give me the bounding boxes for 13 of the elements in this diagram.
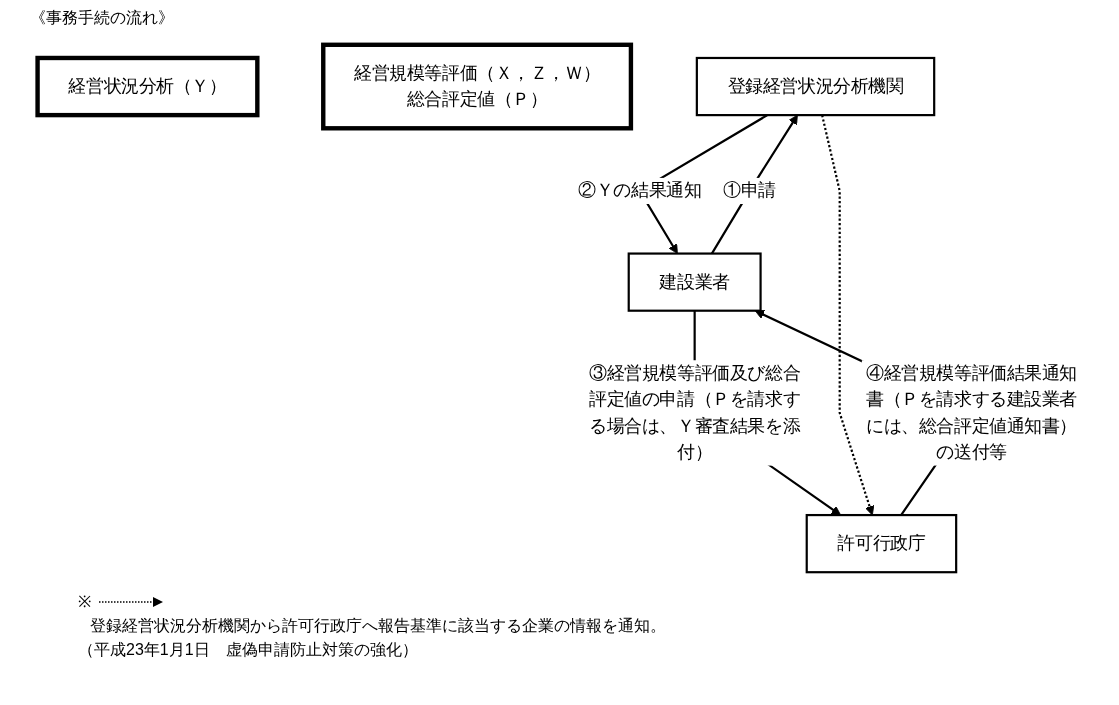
node-box: 許可行政庁 <box>805 513 958 574</box>
edge-label: ②Ｙの結果通知 <box>578 181 702 200</box>
legend-text: 登録経営状況分析機関から許可行政庁へ報告基準に該当する企業の情報を通知。 <box>90 616 666 636</box>
node-box: 経営規模等評価（Ｘ，Ｚ，Ｗ） 総合評定値（Ｐ） <box>321 42 634 131</box>
edge-label: ③経営規模等評価及び総合評定値の申請（Ｐを請求する場合は、Ｙ審査結果を添付） <box>589 363 801 462</box>
node-box: 登録経営状況分析機関 <box>695 56 936 117</box>
edge-label: ④経営規模等評価結果通知書（Ｐを請求する建設業者には、総合評定値通知書）の送付等 <box>866 363 1078 462</box>
edge-label: ①申請 <box>723 181 776 200</box>
node-box: 経営状況分析（Ｙ） <box>35 55 260 118</box>
node-box: 建設業者 <box>627 252 762 312</box>
reference-mark: ※ <box>78 592 91 612</box>
footnote-text: （平成23年1月1日 虚偽申請防止対策の強化） <box>78 640 419 660</box>
diagram-title: 《事務手続の流れ》 <box>30 8 174 28</box>
